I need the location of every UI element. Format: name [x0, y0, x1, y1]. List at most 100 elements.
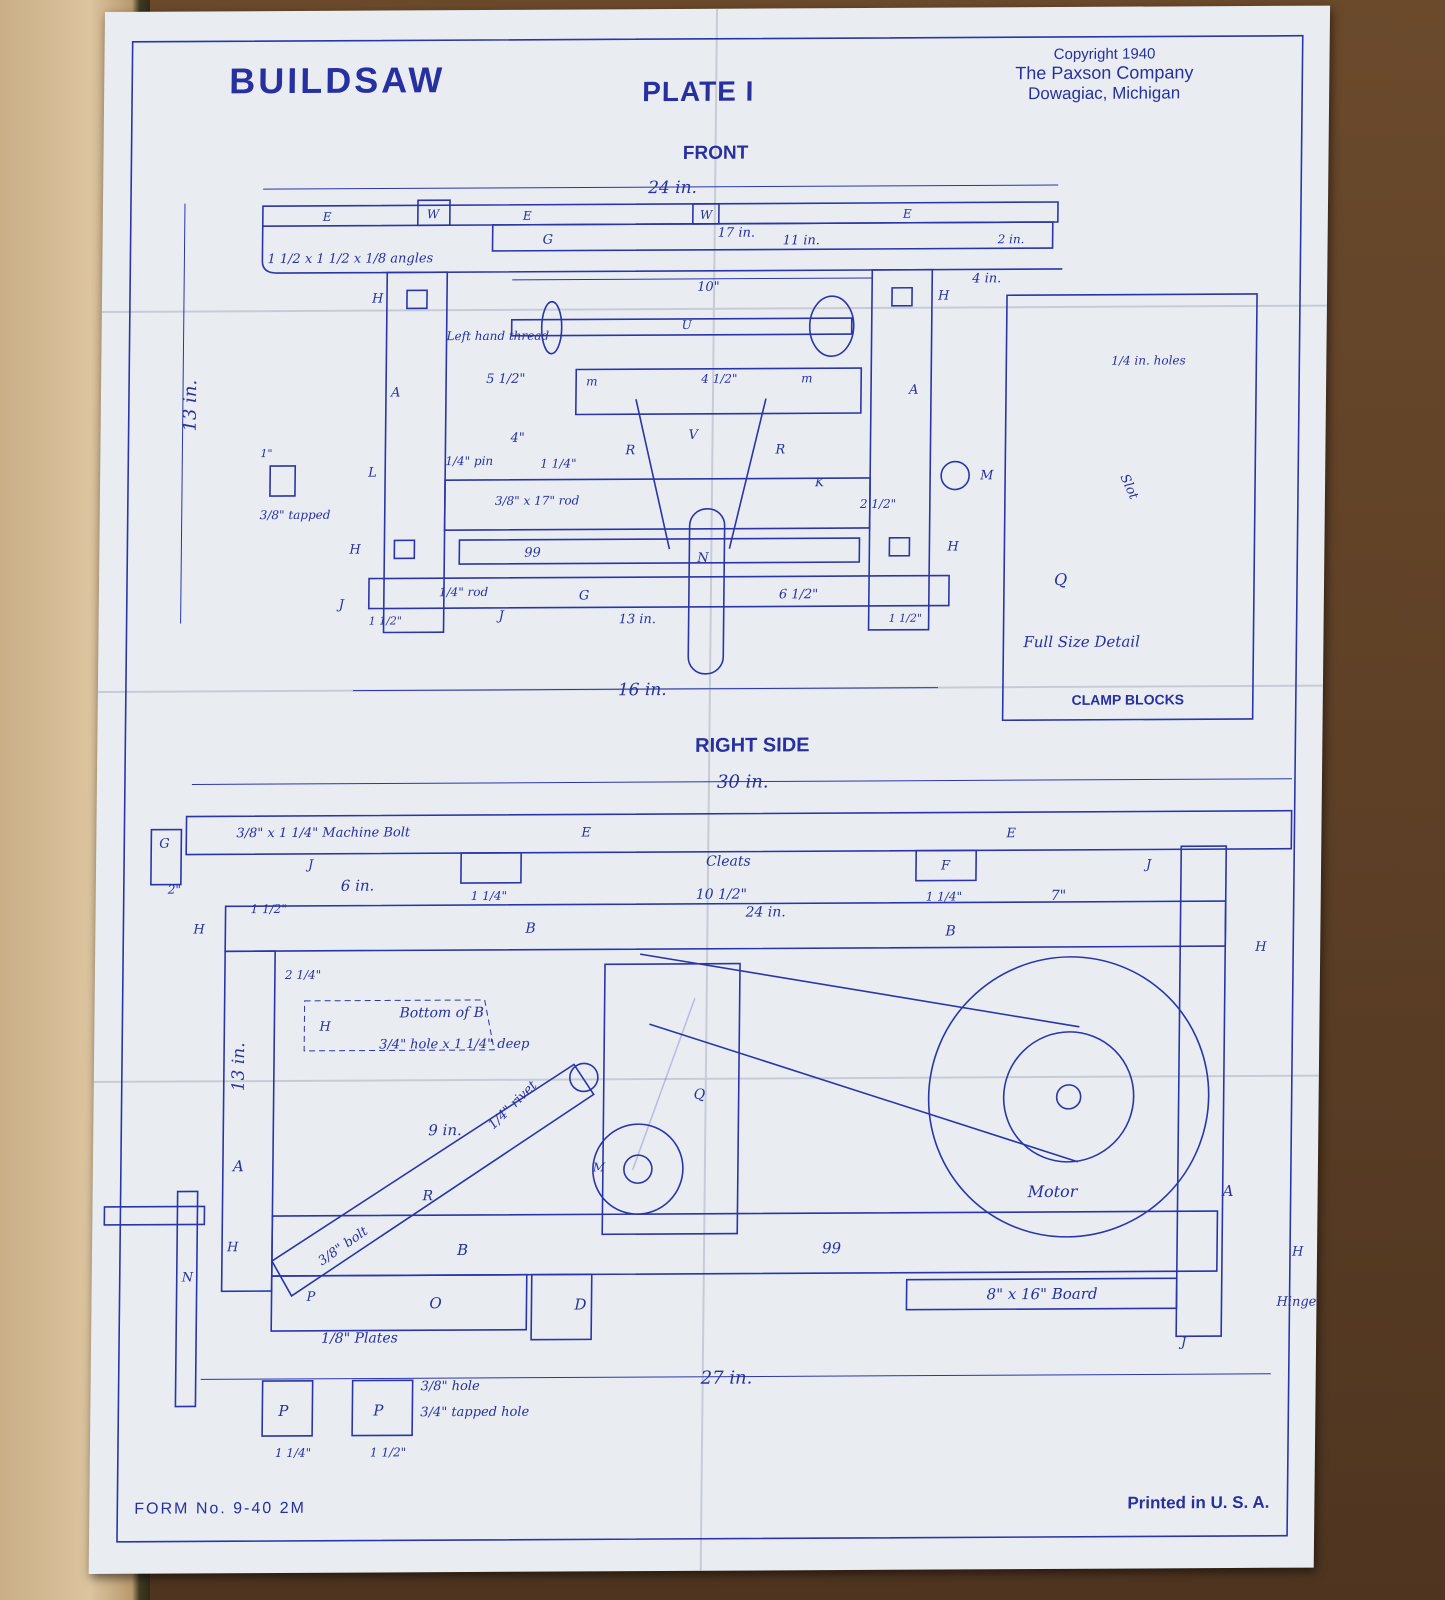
side-link-R	[270, 1063, 595, 1298]
dim-11-label: 11 in.	[783, 233, 821, 248]
dim-6-label: 6 1/2"	[779, 587, 818, 602]
side-board	[905, 1277, 1178, 1311]
printed-in-usa: Printed in U. S. A.	[1127, 1493, 1269, 1513]
copyright-text: Copyright 1940	[1054, 45, 1156, 63]
angles-note: 1 1/2 x 1 1/2 x 1/8 angles	[267, 251, 433, 267]
dim-13-label: 13 in.	[180, 380, 202, 432]
front-label-H1: H	[371, 292, 384, 307]
clamp-blocks-panel	[1001, 293, 1258, 722]
side-label-H-detail: H	[318, 1020, 331, 1035]
dim-4-label: 4 in.	[971, 271, 1001, 286]
side-leg-A-right	[1175, 845, 1228, 1338]
front-label-W2: W	[700, 208, 714, 222]
tapped-p-note: 3/4" tapped hole	[420, 1405, 529, 1421]
side-label-H1: H	[192, 922, 205, 937]
left-thread-note: Left hand thread	[446, 329, 550, 344]
dim-1q-label: 1 1/4"	[540, 457, 576, 471]
front-bolt-H-br	[888, 536, 911, 557]
rod-g-note: 1/4" rod	[439, 585, 489, 599]
dim-line-16	[352, 687, 938, 692]
side-motor-outline	[927, 956, 1210, 1238]
front-K-bar	[443, 477, 871, 531]
side-dim-10-label: 10 1/2"	[696, 887, 747, 903]
company-name: The Paxson Company	[1015, 62, 1193, 83]
side-label-99: 99	[822, 1239, 842, 1257]
side-leg-A-left	[220, 950, 276, 1293]
plate-title: PLATE I	[642, 76, 755, 108]
side-top-E	[185, 809, 1293, 856]
clamp-slot-inner	[1039, 340, 1196, 659]
side-handle	[103, 1205, 206, 1226]
side-dim-24-label: 24 in.	[744, 904, 785, 920]
dim-17-label: 17 in.	[718, 226, 756, 241]
hole-deep-note: 3/4" hole x 1 1/4" deep	[379, 1037, 530, 1053]
sheet-border	[116, 34, 1304, 1543]
side-label-H2: H	[1254, 940, 1267, 955]
front-label-W1: W	[427, 207, 441, 221]
front-label-A1: A	[390, 385, 401, 400]
dim-line-30	[191, 778, 1292, 785]
front-links-R	[635, 398, 767, 550]
p-dim-1q-label: 1 1/4"	[275, 1446, 311, 1460]
front-99-bar	[458, 537, 861, 565]
clamp-holes-note: 1/4 in. holes	[1111, 353, 1186, 367]
side-angle-G	[150, 828, 183, 886]
dim-13b-label: 13 in.	[619, 612, 657, 627]
side-rail-B-lower	[270, 1210, 1219, 1277]
side-label-D: D	[573, 1295, 586, 1313]
side-label-E1: E	[580, 825, 591, 840]
dim-1h-label-l: 1 1/2"	[369, 614, 402, 627]
front-pulley	[808, 295, 855, 357]
front-label-R2: R	[774, 442, 785, 457]
front-label-99: 99	[524, 546, 541, 561]
front-saw-collar	[540, 300, 563, 355]
dim-line-10	[512, 277, 873, 281]
front-label-J2: J	[496, 609, 505, 624]
front-bolt-H-tl	[406, 289, 428, 310]
side-label-O: O	[429, 1294, 442, 1312]
side-label-E2: E	[1005, 826, 1016, 841]
front-view-title: FRONT	[683, 143, 749, 164]
side-dim-9-label: 9 in.	[428, 1121, 462, 1139]
front-bolt-H-bl	[393, 539, 416, 560]
side-label-B1: B	[524, 921, 535, 937]
front-label-E3: E	[902, 207, 912, 221]
cleats-label: Cleats	[706, 854, 751, 870]
side-label-A1: A	[231, 1157, 244, 1175]
clamp-detail-note: Full Size Detail	[1022, 633, 1140, 652]
side-cleat-F	[915, 849, 978, 882]
side-label-J2: J	[1143, 857, 1152, 872]
front-label-K: K	[814, 475, 825, 489]
side-label-H4: H	[1291, 1245, 1304, 1260]
clamp-blocks-title: CLAMP BLOCKS	[1071, 691, 1184, 708]
dim-16-label: 16 in.	[618, 680, 667, 700]
fold-line-vertical	[699, 8, 719, 1571]
front-leg-right-A	[867, 268, 934, 631]
side-dim-7-label: 7"	[1051, 888, 1067, 904]
clamp-label-Q: Q	[1054, 570, 1067, 589]
dim-line-13-front	[180, 203, 186, 624]
front-label-H4: H	[946, 539, 959, 554]
front-label-m2: m	[801, 371, 813, 385]
front-label-N: N	[696, 551, 709, 566]
side-block-D	[530, 1273, 593, 1341]
side-label-A2: A	[1221, 1182, 1234, 1200]
front-label-E2: E	[522, 209, 532, 223]
side-dim-27-label: 27 in.	[700, 1368, 753, 1389]
side-rail-B-top	[224, 900, 1227, 953]
dim-line-24	[263, 184, 1059, 190]
hole-p-note: 3/8" hole	[421, 1379, 481, 1394]
front-w-block-1	[416, 199, 451, 227]
side-motor-pulley	[1002, 1031, 1135, 1163]
front-label-E1: E	[322, 210, 332, 224]
p-detail-label-1: P	[277, 1402, 289, 1420]
side-cleat-1	[460, 851, 523, 884]
side-handwheel-N	[174, 1190, 199, 1408]
side-label-J3: J	[1178, 1335, 1187, 1350]
front-label-M: M	[979, 468, 994, 483]
front-label-A2: A	[908, 383, 919, 398]
side-label-N: N	[181, 1270, 194, 1285]
pin-note: 1/4" pin	[445, 454, 493, 468]
plates-note: 1/8" Plates	[321, 1330, 398, 1346]
side-label-G: G	[159, 837, 170, 852]
